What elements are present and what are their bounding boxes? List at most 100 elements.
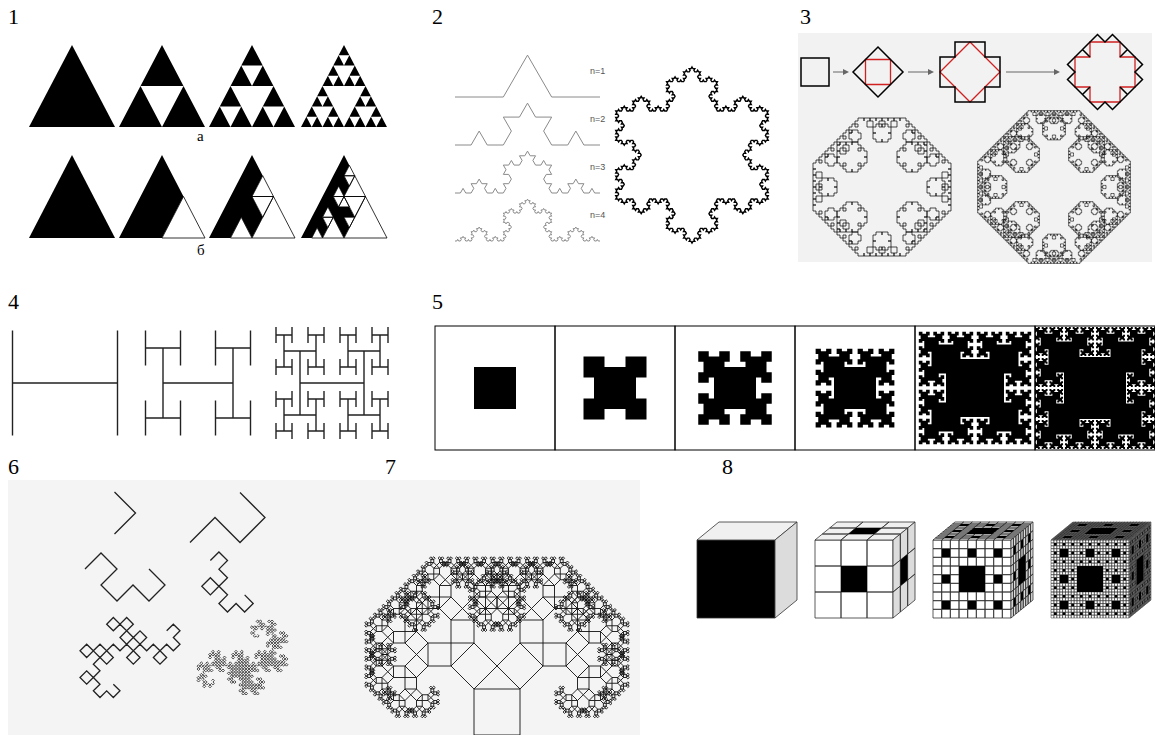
sponge-hole [1054, 543, 1126, 615]
sierpinski-a [119, 45, 205, 127]
sponge-hole [1130, 526, 1150, 615]
panel-number: 4 [8, 291, 19, 313]
sponge-face [933, 540, 1011, 618]
frame-border [915, 326, 1035, 450]
sponge-cell [1011, 522, 1033, 618]
sierpinski-triangles [29, 45, 387, 238]
panel-label: б [197, 243, 205, 258]
panel-number: 2 [432, 6, 443, 28]
t-square [698, 351, 772, 425]
pythagoras-tree [365, 557, 630, 735]
levy-fractal [813, 118, 951, 256]
t-square [816, 349, 895, 428]
sponge-cell [697, 540, 775, 618]
sponge-hole [944, 524, 1022, 538]
sponge-face [697, 540, 775, 618]
levy-previous [866, 60, 891, 85]
step-arrow [833, 72, 844, 73]
panel-ground [798, 33, 1152, 262]
levy-fractal [978, 111, 1131, 264]
sponge-cell [1051, 540, 1129, 618]
sponge-hole [848, 528, 881, 534]
panel-number: 5 [432, 291, 443, 313]
sponge-cell [775, 522, 797, 618]
sponge-face [775, 522, 797, 618]
panel-number: 7 [385, 456, 396, 478]
frame-border [795, 326, 915, 450]
panel-number: 1 [8, 6, 19, 28]
panel-label: n=1 [590, 67, 605, 76]
h-tree [276, 327, 388, 439]
panel-ground [8, 480, 355, 735]
arrow-head [928, 69, 934, 75]
sponge-hole [942, 549, 1003, 610]
levy-step [853, 47, 903, 97]
sierpinski-a [29, 45, 115, 127]
frame-border [675, 326, 795, 450]
koch-curve [455, 103, 600, 145]
dragon-curves [80, 492, 288, 698]
panel-label: n=4 [590, 211, 605, 220]
step-arrow [1006, 72, 1055, 73]
sponge-face [893, 522, 915, 618]
arrow-head [843, 69, 849, 75]
panel-number: 3 [800, 6, 811, 28]
panel-number: 6 [8, 456, 19, 478]
levy-previous [940, 42, 1000, 102]
sponge-hole [900, 554, 907, 586]
panel-ground [355, 480, 640, 735]
sierpinski-b-hole [231, 176, 296, 238]
menger-sponges [697, 522, 1151, 618]
sponge-hole [1013, 533, 1030, 608]
koch-snowflake [616, 67, 768, 243]
sponge-cell [1129, 522, 1151, 618]
levy-step [1068, 35, 1143, 110]
sponge-face [1129, 522, 1151, 618]
koch-curve [455, 151, 600, 193]
levy-curves [801, 35, 1143, 264]
sponge-face [1051, 540, 1129, 618]
sierpinski-b-hole [162, 197, 205, 239]
levy-step [940, 42, 1000, 102]
arrow-head [1054, 69, 1060, 75]
sponge-face [815, 540, 893, 618]
frame-border [1035, 326, 1155, 450]
panel-label: n=3 [590, 163, 605, 172]
step-arrow [908, 72, 929, 73]
frame-border [435, 326, 555, 450]
t-square [474, 367, 516, 409]
h-trees [13, 327, 389, 439]
dragon-curve [80, 618, 180, 698]
sponge-face [1011, 522, 1033, 618]
sierpinski-b [29, 155, 115, 238]
levy-step [801, 58, 829, 86]
pythagoras-tree [365, 557, 630, 735]
dragon-curve [197, 620, 288, 695]
koch-curve [455, 55, 600, 97]
koch-curve [455, 199, 600, 241]
koch-curves [455, 55, 768, 243]
sierpinski-a [301, 45, 387, 127]
sponge-cell [933, 540, 1011, 618]
dragon-curve [115, 492, 136, 534]
h-tree [13, 331, 118, 436]
sponge-cell [815, 540, 893, 618]
sponge-cell [893, 522, 915, 618]
t-square [1035, 327, 1155, 449]
dragon-curve [202, 552, 253, 612]
sponge-hole [841, 566, 867, 592]
dragon-curve [85, 553, 165, 601]
t-square [919, 332, 1031, 444]
sierpinski-b-hole [312, 165, 387, 238]
frame-border [555, 326, 675, 450]
t-square [584, 357, 647, 420]
panel-label: а [197, 129, 204, 144]
h-tree [146, 331, 251, 436]
sierpinski-a [209, 45, 295, 127]
panel-label: n=2 [590, 115, 605, 124]
panel-number: 8 [722, 456, 733, 478]
t-square-frames [435, 326, 1155, 450]
dragon-curve [190, 493, 265, 543]
